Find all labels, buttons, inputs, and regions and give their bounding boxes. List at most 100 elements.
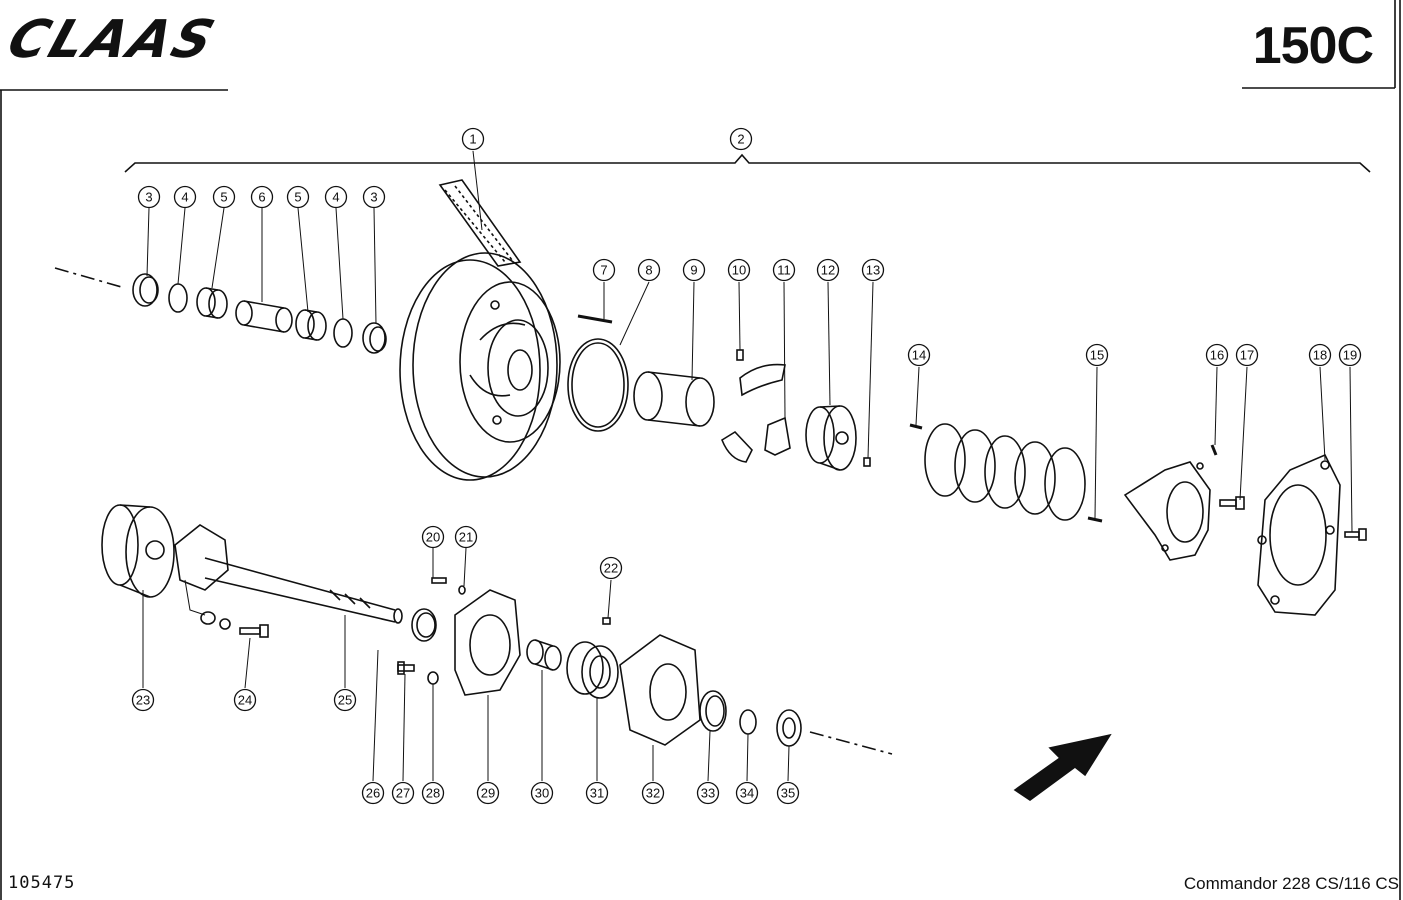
screw-16 (1210, 444, 1218, 456)
callout-number: 28 (426, 786, 440, 801)
callout-circle (599, 556, 623, 580)
variator-pulley (399, 252, 561, 481)
circlip-34 (739, 709, 757, 735)
callout-circle (421, 525, 445, 549)
callout-circle (682, 258, 706, 282)
callout-circle (776, 781, 800, 805)
callout-number: 35 (781, 786, 795, 801)
callout-circle (476, 781, 500, 805)
callout-number: 2 (737, 132, 744, 147)
callout-number: 4 (181, 190, 188, 205)
callout-circle (861, 258, 885, 282)
callout-21: 21 (454, 525, 478, 549)
callout-4: 4 (173, 185, 197, 209)
callout-circle (637, 258, 661, 282)
hub-12 (805, 405, 857, 471)
callout-number: 32 (646, 786, 660, 801)
screw-27 (397, 661, 415, 675)
callout-circle (907, 343, 931, 367)
callout-24: 24 (233, 688, 257, 712)
compression-spring (924, 423, 1086, 521)
callout-number: 3 (145, 190, 152, 205)
callout-circle (362, 185, 386, 209)
pin-13 (863, 457, 871, 467)
callout-12: 12 (816, 258, 840, 282)
callout-4: 4 (324, 185, 348, 209)
callout-25: 25 (333, 688, 357, 712)
callout-number: 22 (604, 561, 618, 576)
callout-circle (137, 185, 161, 209)
callout-6: 6 (250, 185, 274, 209)
callout-number: 15 (1090, 348, 1104, 363)
needle-bearing-5a (196, 287, 228, 319)
callout-circle (212, 185, 236, 209)
callout-circle (585, 781, 609, 805)
axis-line-bottom (809, 731, 893, 755)
callout-number: 12 (821, 263, 835, 278)
bushing-9 (633, 371, 715, 427)
callout-30: 30 (530, 781, 554, 805)
callout-circle (131, 688, 155, 712)
callout-number: 10 (732, 263, 746, 278)
callout-number: 16 (1210, 348, 1224, 363)
callout-number: 18 (1313, 348, 1327, 363)
callout-number: 31 (590, 786, 604, 801)
washer-28 (427, 671, 439, 685)
screw-24 (239, 624, 269, 638)
callout-circle (250, 185, 274, 209)
document-id: 105475 (8, 873, 76, 893)
callout-circle (286, 185, 310, 209)
page-code: 150C (1252, 17, 1374, 75)
nut-35 (776, 709, 802, 747)
callout-number: 13 (866, 263, 880, 278)
assembly-bracket (124, 153, 1371, 173)
callout-number: 23 (136, 693, 150, 708)
callout-circle (1085, 343, 1109, 367)
callout-circle (233, 688, 257, 712)
callout-2: 2 (729, 127, 753, 151)
callout-31: 31 (585, 781, 609, 805)
screw-20 (431, 577, 447, 584)
callout-circle (641, 781, 665, 805)
callout-28: 28 (421, 781, 445, 805)
seal-26 (411, 608, 437, 642)
callout-number: 5 (220, 190, 227, 205)
callout-number: 5 (294, 190, 301, 205)
callout-circle (173, 185, 197, 209)
callout-16: 16 (1205, 343, 1229, 367)
leader-lines (142, 150, 1353, 782)
o-ring-8 (567, 338, 629, 432)
callout-number: 6 (258, 190, 265, 205)
callout-number: 29 (481, 786, 495, 801)
callout-number: 25 (338, 693, 352, 708)
seal-33 (699, 690, 727, 732)
callout-circle (324, 185, 348, 209)
callout-number: 30 (535, 786, 549, 801)
callout-number: 20 (426, 530, 440, 545)
callout-35: 35 (776, 781, 800, 805)
axis-line-top (54, 267, 126, 289)
ball-bearing-31 (566, 641, 619, 699)
callout-circle (530, 781, 554, 805)
callout-1: 1 (461, 127, 485, 151)
callout-number: 14 (912, 348, 926, 363)
callout-number: 24 (238, 693, 252, 708)
callout-circle (592, 258, 616, 282)
screw-19 (1344, 528, 1367, 541)
callout-23: 23 (131, 688, 155, 712)
callout-5: 5 (212, 185, 236, 209)
callout-17: 17 (1235, 343, 1259, 367)
seal-ring-3b (362, 322, 387, 354)
drive-hub-23 (101, 504, 175, 598)
callout-circle (361, 781, 385, 805)
segment-11 (721, 363, 791, 463)
callout-circle (1235, 343, 1259, 367)
callout-circle (735, 781, 759, 805)
callout-26: 26 (361, 781, 385, 805)
pin-10 (736, 349, 744, 361)
callout-number: 4 (332, 190, 339, 205)
callout-number: 1 (469, 132, 476, 147)
cam-flange (1123, 461, 1211, 561)
